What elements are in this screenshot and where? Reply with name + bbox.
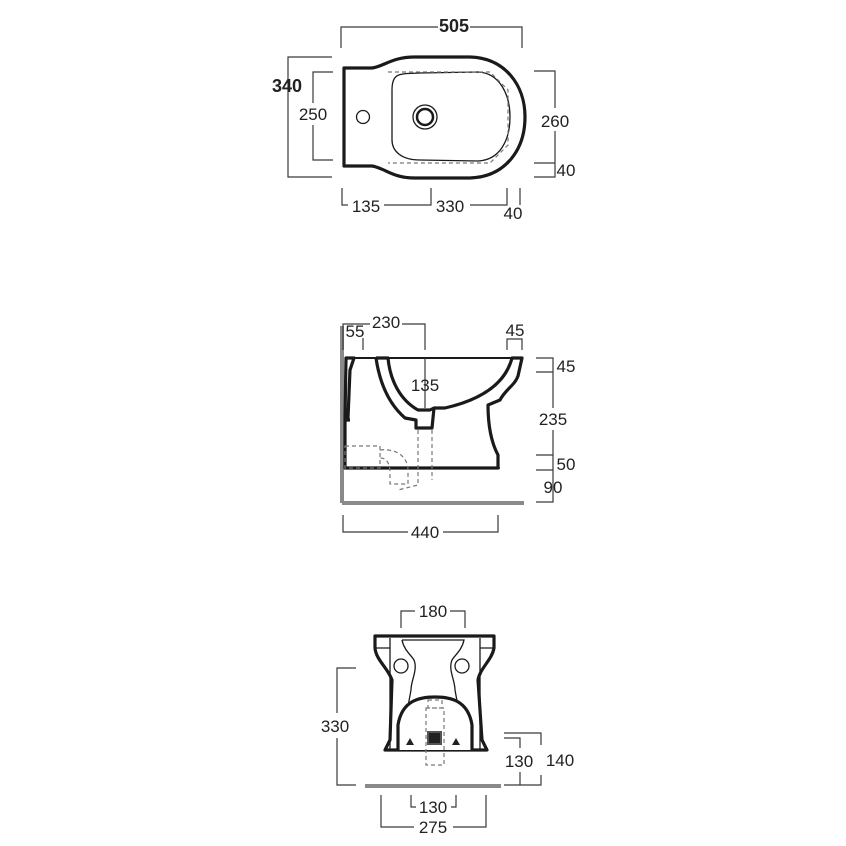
bowl-hidden-outline — [388, 71, 509, 164]
fixing-right-icon — [452, 738, 460, 745]
fixing-left-icon — [406, 738, 414, 745]
label-260: 260 — [541, 112, 569, 131]
drain-icon — [415, 107, 435, 127]
label-40-bottom: 40 — [504, 204, 523, 223]
label-130-right: 130 — [505, 752, 533, 771]
outlet-icon — [427, 731, 442, 745]
dim-340 — [287, 56, 332, 178]
dim-505 — [340, 26, 523, 48]
dim-260-40 — [534, 70, 556, 178]
front-arch — [396, 695, 474, 750]
label-330: 330 — [436, 197, 464, 216]
label-340: 340 — [272, 76, 302, 96]
drain-ring-icon — [412, 104, 438, 130]
fixing-hole-right-icon — [454, 658, 470, 674]
side-view: 55 230 135 45 45 235 50 90 440 — [340, 313, 576, 542]
label-50: 50 — [557, 455, 576, 474]
bowl-section — [343, 356, 524, 470]
front-view: 180 330 130 140 130 275 — [321, 602, 574, 837]
label-505: 505 — [439, 16, 469, 36]
label-330: 330 — [321, 717, 349, 736]
label-135: 135 — [411, 376, 439, 395]
label-45-top: 45 — [506, 321, 525, 340]
front-edges — [375, 638, 494, 750]
label-55: 55 — [346, 322, 365, 341]
fixing-hole-left-icon — [393, 658, 409, 674]
dim-55-230 — [342, 323, 426, 350]
bidet-top-outline — [342, 55, 527, 180]
label-275: 275 — [419, 818, 447, 837]
rear-lip — [343, 356, 356, 420]
label-250: 250 — [299, 105, 327, 124]
label-90: 90 — [544, 478, 563, 497]
label-140: 140 — [546, 751, 574, 770]
top-view: 505 340 250 260 40 135 330 40 — [272, 16, 575, 223]
dim-130-140 — [504, 732, 542, 786]
dim-bottom — [341, 188, 521, 206]
dim-180 — [400, 610, 466, 628]
trap-hidden-front — [425, 699, 445, 766]
label-230: 230 — [372, 313, 400, 332]
front-inner-recess — [399, 639, 467, 751]
dim-250 — [312, 71, 333, 161]
label-180: 180 — [419, 602, 447, 621]
tap-hole-icon — [355, 109, 371, 125]
dim-330 — [336, 667, 356, 786]
dim-right — [536, 357, 554, 503]
bowl-inner-outline — [391, 71, 511, 162]
trap-hidden — [344, 430, 433, 491]
label-40-right: 40 — [557, 161, 576, 180]
label-45-right: 45 — [557, 357, 576, 376]
label-440: 440 — [411, 523, 439, 542]
dim-440 — [342, 515, 499, 533]
label-130-bottom: 130 — [419, 798, 447, 817]
dim-45-top — [506, 338, 523, 350]
label-135: 135 — [352, 197, 380, 216]
dim-130-bottom — [410, 795, 457, 808]
dim-275 — [380, 795, 487, 828]
label-235: 235 — [539, 410, 567, 429]
